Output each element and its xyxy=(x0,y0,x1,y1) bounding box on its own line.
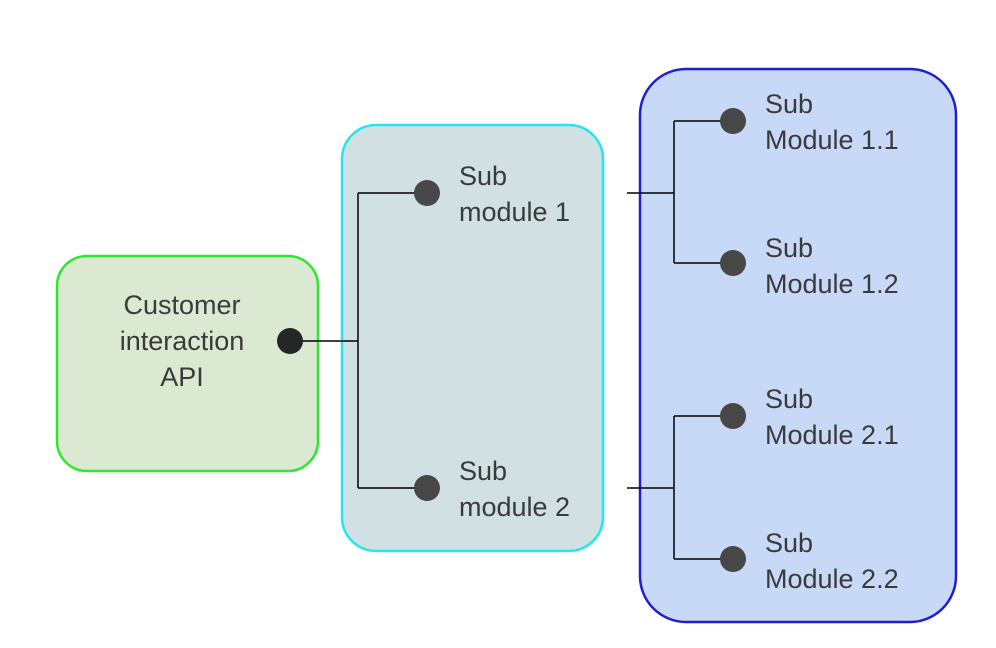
submodule-1-1-label: Sub Module 1.1 xyxy=(765,86,899,158)
submodule-1-2-label-line: Sub xyxy=(765,233,814,263)
submodule-2-2-label-line: Sub xyxy=(765,528,814,558)
submodule-2-2-label-line: Module 2.2 xyxy=(765,564,899,594)
submodule-2-1-dot[interactable] xyxy=(720,403,746,429)
submodule-1-1-dot[interactable] xyxy=(720,108,746,134)
submodule-group-box xyxy=(340,123,605,553)
submodule-1-label-line: Sub xyxy=(459,161,508,191)
api-label-line: Customer xyxy=(123,290,241,320)
submodule-detail-group-box xyxy=(638,67,958,624)
submodule-1-2-label-line: Module 1.2 xyxy=(765,269,899,299)
submodule-2-label-line: module 2 xyxy=(459,492,571,522)
connector-submodule1-to-children xyxy=(627,120,733,264)
api-label: Customer interaction API xyxy=(100,287,264,395)
submodule-2-label-line: Sub xyxy=(459,456,508,486)
submodule-1-2-dot[interactable] xyxy=(720,250,746,276)
submodule-2-1-label-line: Sub xyxy=(765,384,814,414)
api-label-line: API xyxy=(160,362,204,392)
submodule-1-1-label-line: Sub xyxy=(765,89,814,119)
api-connector-dot[interactable] xyxy=(277,328,303,354)
submodule-2-2-dot[interactable] xyxy=(720,546,746,572)
submodule-2-2-label: Sub Module 2.2 xyxy=(765,525,899,597)
api-box xyxy=(55,254,320,473)
submodule-1-label: Sub module 1 xyxy=(459,158,570,230)
submodule-2-1-label: Sub Module 2.1 xyxy=(765,381,899,453)
submodule-1-2-label: Sub Module 1.2 xyxy=(765,230,899,302)
submodule-1-dot[interactable] xyxy=(414,180,440,206)
submodule-1-label-line: module 1 xyxy=(459,197,571,227)
api-label-line: interaction xyxy=(119,326,245,356)
submodule-2-dot[interactable] xyxy=(414,475,440,501)
submodule-2-label: Sub module 2 xyxy=(459,453,570,525)
submodule-2-1-label-line: Module 2.1 xyxy=(765,420,899,450)
submodule-1-1-label-line: Module 1.1 xyxy=(765,125,899,155)
